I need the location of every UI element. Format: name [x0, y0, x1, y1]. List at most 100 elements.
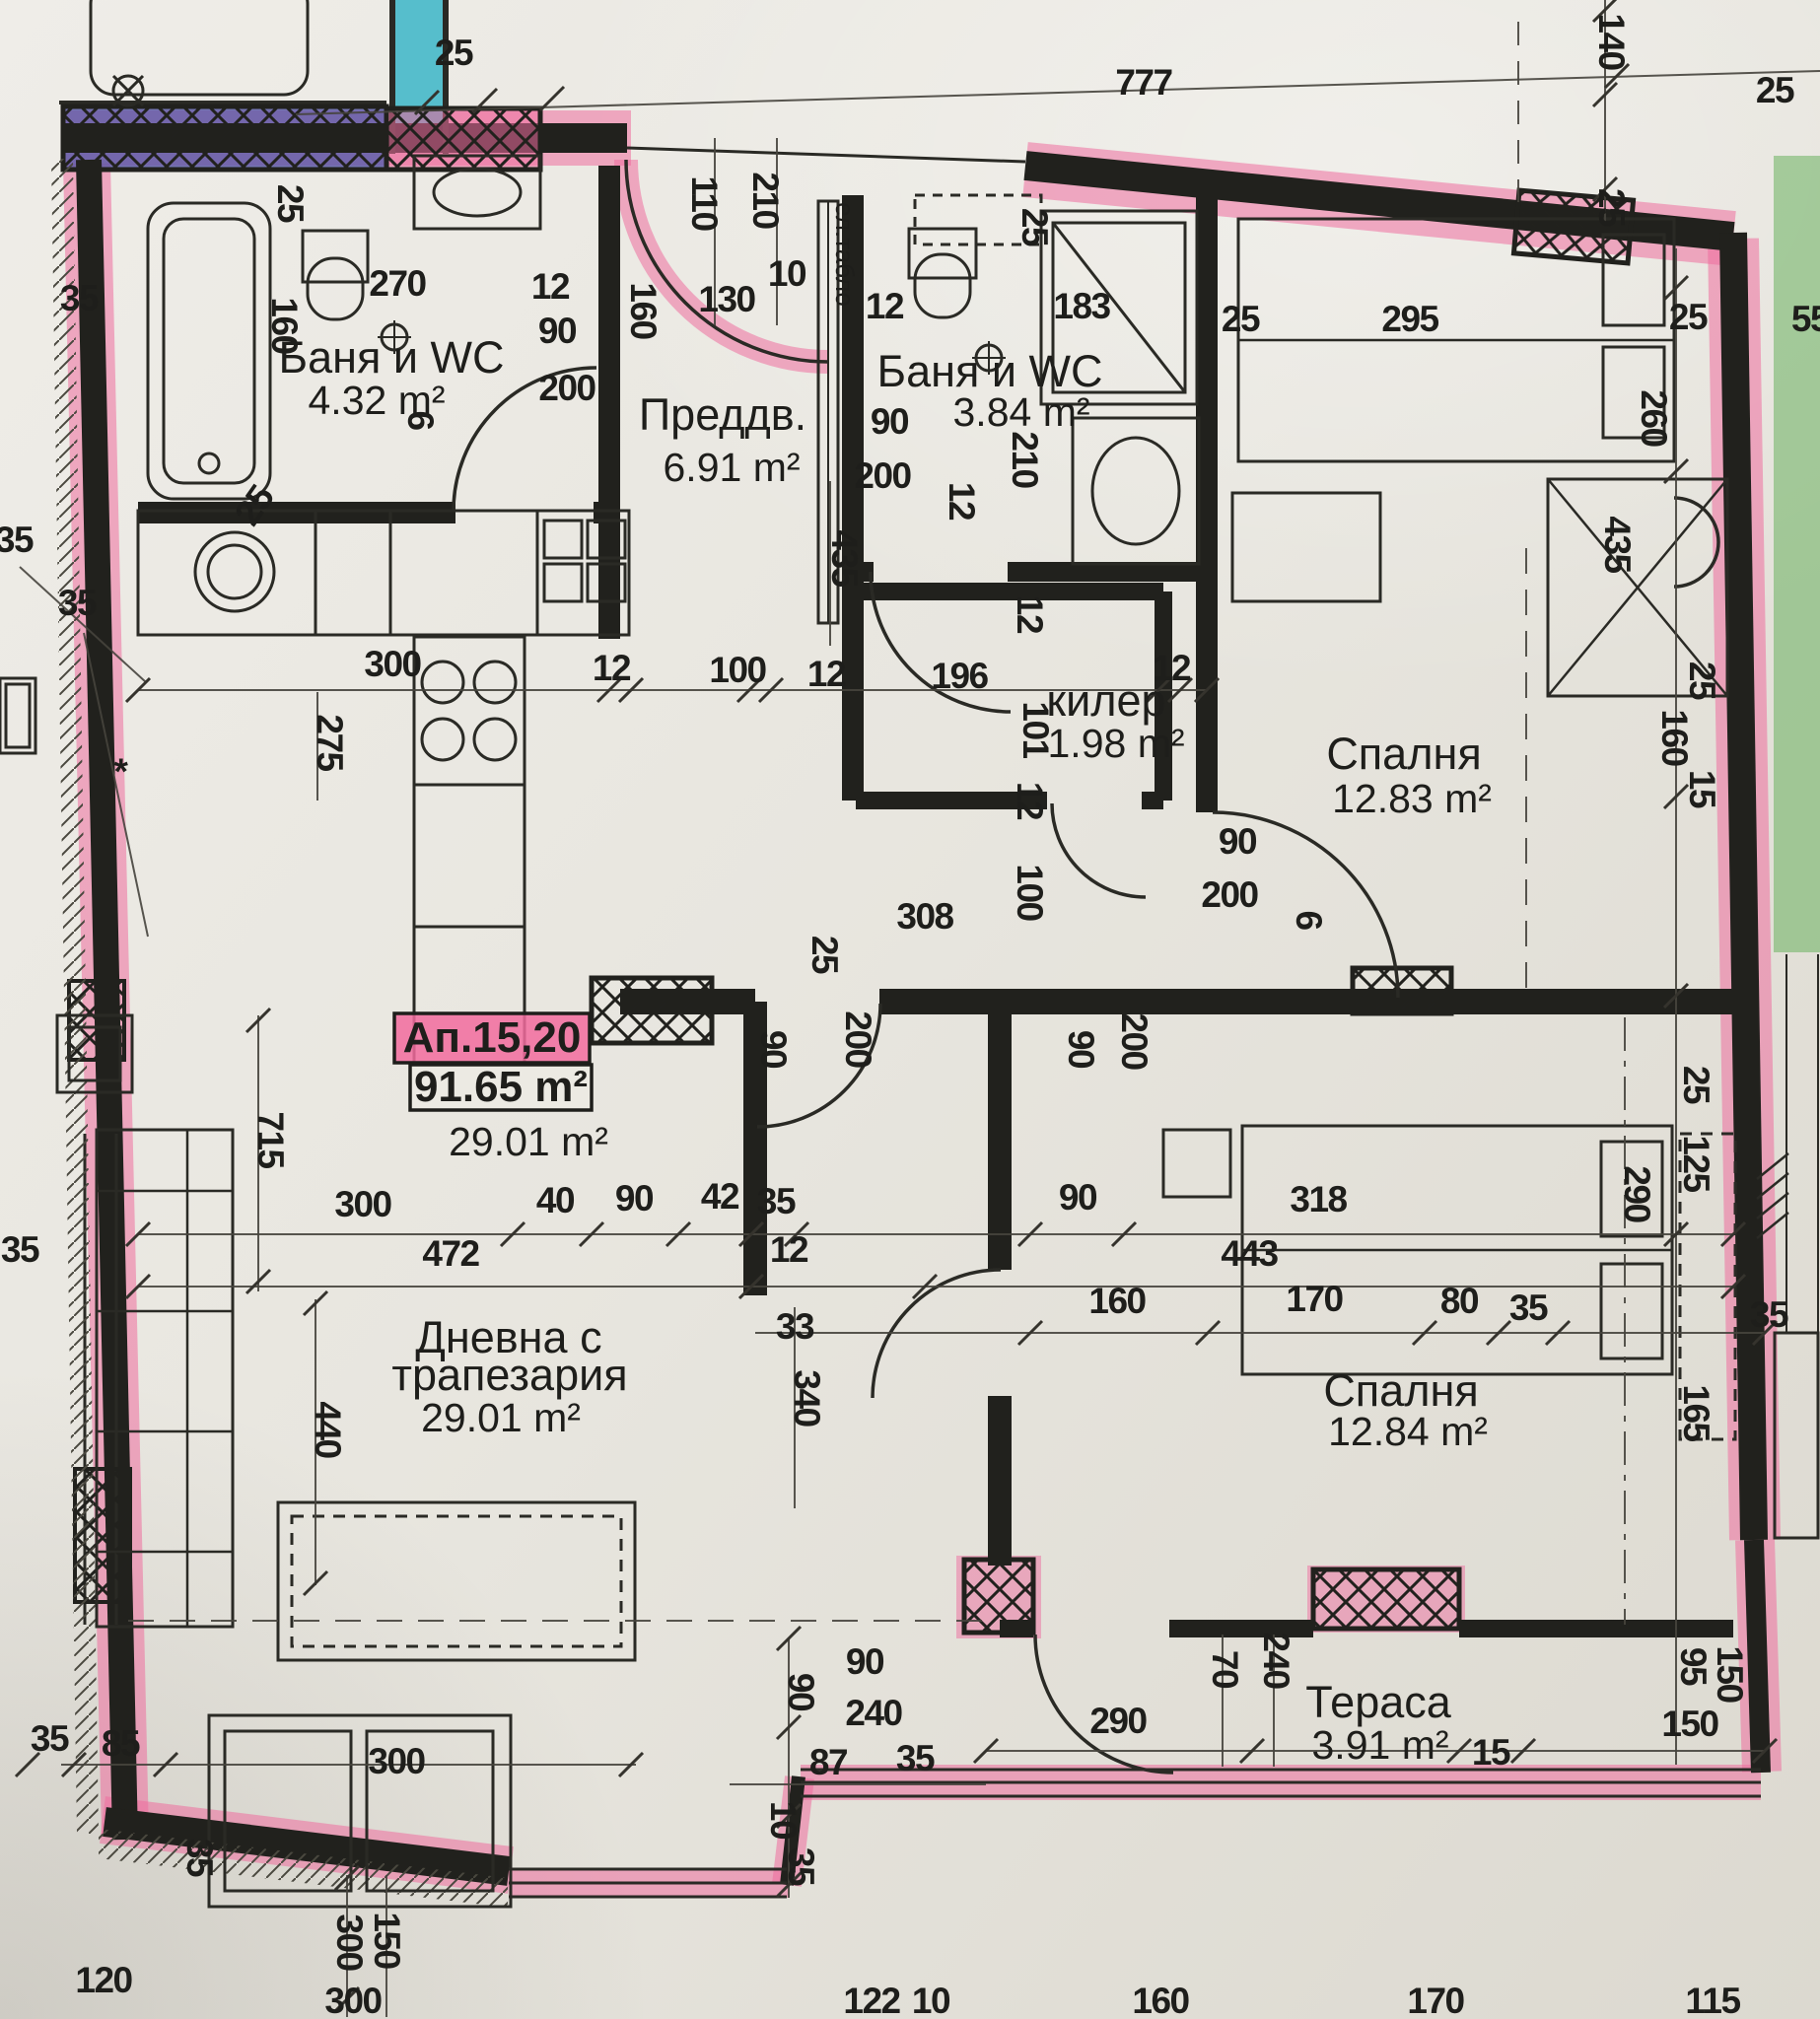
room-label: Спалня	[1323, 1365, 1478, 1416]
dim-label: 35	[757, 1181, 796, 1221]
dim-label: 87	[809, 1742, 847, 1782]
dim-label: 35	[1509, 1288, 1548, 1328]
dining-table	[276, 1500, 637, 1662]
dim-label: 300	[334, 1184, 391, 1224]
dim-label: 435	[1597, 516, 1638, 573]
dim-label: 140	[1591, 13, 1632, 70]
dim-label: 90	[1061, 1030, 1101, 1069]
dim-label: 25	[1591, 188, 1632, 227]
dim-label: 183	[1053, 286, 1110, 326]
dim-label: 160	[1088, 1281, 1146, 1321]
dim-label: 300	[364, 644, 421, 684]
dim-label: 115	[1685, 1981, 1740, 2019]
dim-label: 160	[623, 282, 664, 339]
washbasin-2	[1071, 416, 1201, 566]
neighbor-balcony	[1773, 1331, 1820, 1540]
dim-label: 200	[538, 368, 595, 408]
room-label: трапезария	[391, 1350, 627, 1400]
dim-label: 25	[805, 936, 845, 974]
dim-label: 290	[1089, 1701, 1147, 1741]
note-label: ел.табло	[830, 202, 860, 307]
area-label: 12.84 m²	[1328, 1409, 1488, 1454]
window-unit	[207, 1713, 513, 1909]
dim-label: 35	[60, 278, 99, 318]
area-label: 3.91 m²	[1312, 1722, 1449, 1768]
dim-label: 35	[179, 1839, 220, 1877]
dim-label: 200	[1201, 874, 1258, 915]
dim-label: 10	[912, 1981, 950, 2019]
area-label: 4.32 m²	[309, 378, 446, 423]
dim-label: 130	[698, 279, 755, 319]
dim-label: 55	[1791, 299, 1820, 339]
dim-label: 35	[1, 1229, 39, 1270]
room-label: Спалня	[1326, 729, 1481, 779]
closet-door-arc	[1050, 802, 1147, 899]
room-label: килер	[1046, 675, 1165, 726]
dim-label: 300	[368, 1741, 425, 1781]
terrace-door-arc	[1033, 1634, 1174, 1775]
dim-label: 777	[1115, 62, 1171, 103]
entry-door-arc	[624, 159, 829, 364]
dresser	[1230, 491, 1382, 603]
dim-label: 318	[1290, 1179, 1347, 1219]
living-door-arc	[756, 1003, 882, 1129]
dim-label: 125	[1676, 1135, 1716, 1192]
dim-label: 100	[709, 650, 766, 690]
dim-label: 12	[770, 1229, 808, 1270]
kitchen-sink	[193, 530, 276, 613]
dim-label: 12	[866, 286, 904, 326]
green-marker	[1774, 156, 1820, 952]
dim-label: 150	[367, 1912, 407, 1969]
dim-label: 90	[753, 1030, 794, 1069]
dim-label: 40	[536, 1180, 575, 1220]
dim-label: 340	[787, 1369, 827, 1427]
dim-label: 170	[1407, 1981, 1464, 2019]
apartment-id: Ап.15,20	[403, 1013, 582, 1062]
dim-label: 25	[1756, 70, 1794, 110]
wardrobe	[1546, 477, 1729, 698]
shower-symbol	[111, 74, 145, 107]
dim-label: 101	[1015, 701, 1056, 758]
sofa	[95, 1128, 235, 1629]
dim-label: 12	[942, 482, 982, 521]
dim-label: 472	[422, 1233, 479, 1274]
dim-label: 35	[1750, 1294, 1788, 1335]
dim-label: 25	[1682, 661, 1722, 700]
dim-label: 210	[1005, 431, 1045, 488]
dim-label: 70	[1205, 1650, 1245, 1689]
shower-tub	[1039, 209, 1199, 406]
dim-label: 90	[871, 401, 909, 442]
dim-label: 240	[1256, 1632, 1296, 1689]
dim-label: 90	[1059, 1177, 1097, 1218]
dim-label: 10	[763, 1801, 804, 1840]
toilet	[301, 229, 370, 284]
apartment-id-badge: Ап.15,20 91.65 m²	[392, 1011, 594, 1112]
dim-label: 25	[1015, 208, 1055, 246]
dim-label: 160	[264, 297, 305, 354]
side-table	[55, 1013, 134, 1094]
bedroom2-door-arc	[871, 1268, 1002, 1399]
room-label: Баня и WC	[877, 346, 1103, 396]
dimension-lines	[14, 0, 1820, 2017]
room-label: Тераса	[1305, 1677, 1452, 1727]
room-label: Дневна с	[415, 1312, 601, 1362]
dim-label: 25	[1222, 299, 1260, 339]
kitchen-counter	[136, 509, 631, 637]
door-arcs	[452, 159, 1720, 1775]
washbasin	[412, 154, 542, 231]
neighbor-window	[0, 676, 37, 755]
dim-label: 42	[701, 1176, 739, 1217]
dim-label: 12	[531, 266, 570, 307]
dim-label: 10	[768, 253, 806, 294]
bath1-door-arc	[452, 366, 597, 512]
dim-label: 35	[58, 583, 97, 623]
dim-label: 165	[1676, 1384, 1716, 1441]
dim-label: 300	[329, 1914, 370, 1971]
dim-label: 120	[75, 1960, 132, 2000]
dim-label: 12	[1010, 782, 1050, 820]
dim-label: 200	[854, 455, 911, 496]
dim-label: 290	[1617, 1165, 1657, 1222]
dim-label: *	[114, 751, 129, 792]
